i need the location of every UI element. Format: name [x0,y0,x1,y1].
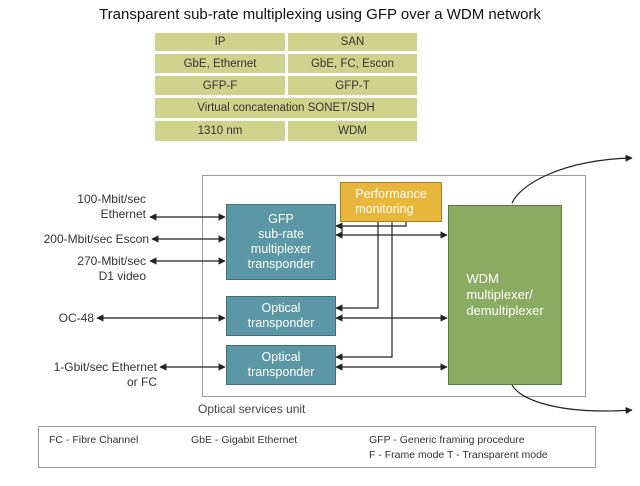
stack-cell-gfp-f: GFP-F [155,76,285,95]
tap-perf-4 [335,221,407,230]
stack-cell-wdm: WDM [288,121,417,141]
legend-gbe: GbE - Gigabit Ethernet [191,434,298,446]
gfp-sub-rate-multiplexer-transponder: GFP sub-rate multiplexer transponder [226,204,336,280]
input-label-d1video: 270-Mbit/sec D1 video [77,254,146,283]
tap-perf-2 [335,221,379,312]
tap-perf-3 [335,221,393,361]
optical-services-unit-label: Optical services unit [198,402,306,416]
stack-cell-san: SAN [288,33,417,51]
input-label-gbe-fc: 1-Gbit/sec Ethernet or FC [53,360,157,389]
stack-cell-virtual-concatenation: Virtual concatenation SONET/SDH [155,98,417,118]
stack-cell-gfp-t: GFP-T [288,76,417,95]
input-label-oc48: OC-48 [58,311,94,325]
wdm-out-arc-top [511,154,633,204]
input-label-escon: 200-Mbit/sec Escon [43,232,149,246]
stack-cell-ip: IP [155,33,285,51]
legend-fc: FC - Fibre Channel [49,434,139,446]
stack-cell-gbe-fc-escon: GbE, FC, Escon [288,54,417,73]
performance-monitoring-block: Performance monitoring [340,182,442,222]
optical-transponder-2: Optical transponder [226,345,336,385]
legend-gfp: GFP - Generic framing procedure [369,434,525,446]
stack-cell-gbe-ethernet: GbE, Ethernet [155,54,285,73]
legend-box: FC - Fibre Channel GbE - Gigabit Etherne… [38,426,596,468]
wdm-out-arc-bottom [511,384,633,415]
wdm-multiplexer-demultiplexer: WDM multiplexer/ demultiplexer [448,205,562,385]
legend-modes: F - Frame mode T - Transparent mode [369,449,548,461]
input-label-eth100: 100-Mbit/sec Ethernet [77,192,146,221]
stack-cell-1310nm: 1310 nm [155,121,285,141]
diagram-title: Transparent sub-rate multiplexing using … [99,6,541,23]
optical-transponder-1: Optical transponder [226,296,336,336]
